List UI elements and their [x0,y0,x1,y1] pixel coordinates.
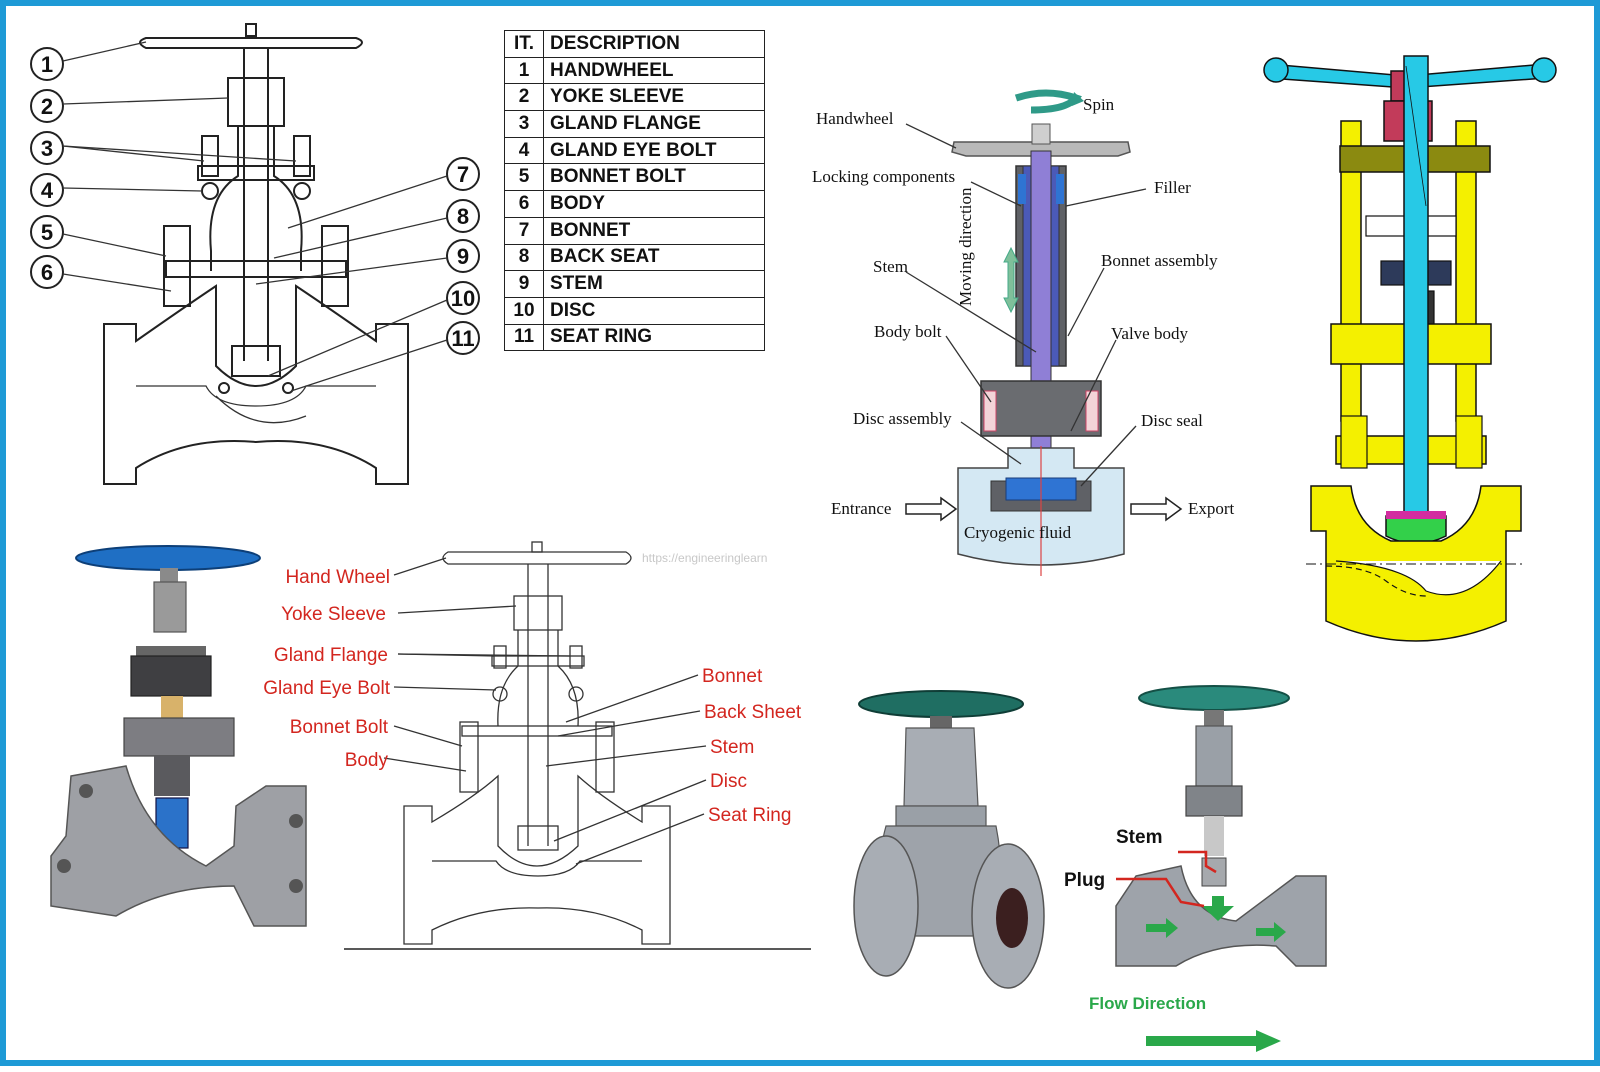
cutaway-valve-flow: Stem Plug Flow Direction [1064,685,1327,1052]
cutaway-valve-blue-wheel [50,545,307,927]
label-cryogenic-fluid: Cryogenic fluid [964,523,1072,542]
label-plug: Plug [1064,870,1105,891]
cryogenic-valve-diagram: Spin Handwheel Locking components Filler… [812,89,1235,576]
label-bonnet-assembly: Bonnet assembly [1101,251,1218,270]
label-bonnet-bolt: Bonnet Bolt [290,717,389,738]
callout-9: 9 [255,239,480,285]
callout-8: 8 [273,199,480,259]
svg-text:6: 6 [41,260,53,285]
callout-4: 4 [30,173,203,207]
globe-valve-line-drawing-2: Hand Wheel Yoke Sleeve Gland Flange Glan… [263,541,811,950]
svg-text:7: 7 [457,162,469,187]
globe-valve-line-drawing-1: 1 2 3 4 5 6 7 8 9 10 11 [30,23,480,485]
callout-6: 6 [30,255,172,292]
label-disc: Disc [710,771,747,792]
callout-2: 2 [30,89,229,123]
label-stem-red: Stem [710,737,754,758]
header-item: IT. [504,30,544,58]
label-stem-bold: Stem [1116,827,1162,848]
callout-1: 1 [30,41,147,81]
table-header: IT. DESCRIPTION [504,30,765,58]
svg-text:1: 1 [41,52,53,77]
label-body: Body [345,750,389,771]
header-description: DESCRIPTION [543,30,765,58]
callout-5: 5 [30,215,167,257]
svg-text:2: 2 [41,94,53,119]
callouts-left: 1 2 3 4 5 6 [30,41,297,292]
label-handwheel: Handwheel [816,109,894,128]
svg-text:3: 3 [41,136,53,161]
label-disc-seal: Disc seal [1141,411,1203,430]
label-moving-direction: Moving direction [956,187,975,306]
label-spin: Spin [1083,95,1115,114]
svg-text:9: 9 [457,244,469,269]
label-body-bolt: Body bolt [874,322,942,341]
label-locking-components: Locking components [812,167,955,186]
label-seat-ring: Seat Ring [708,805,791,826]
label-back-sheet: Back Sheet [704,702,802,723]
label-flow-direction: Flow Direction [1089,994,1206,1013]
svg-text:8: 8 [457,204,469,229]
svg-text:10: 10 [451,286,475,311]
label-gland-eye-bolt: Gland Eye Bolt [263,678,390,699]
label-disc-assembly: Disc assembly [853,409,952,428]
label-export: Export [1188,499,1235,518]
watermark: https://engineeringlearn [642,551,767,565]
callouts-right: 7 8 9 10 11 [255,157,480,392]
label-valve-body: Valve body [1111,324,1188,343]
svg-text:5: 5 [41,220,53,245]
valve-photo-teal-wheel [853,690,1045,989]
label-hand-wheel: Hand Wheel [285,567,390,588]
label-stem: Stem [873,257,908,276]
label-filler: Filler [1154,178,1191,197]
label-entrance: Entrance [831,499,891,518]
callout-10: 10 [267,281,480,377]
callout-3: 3 [30,131,297,165]
callout-7: 7 [287,157,480,229]
callout-11: 11 [290,321,480,392]
label-bonnet: Bonnet [702,666,763,687]
label-yoke-sleeve: Yoke Sleeve [281,604,386,625]
flow-direction-arrow [1146,1030,1281,1052]
label-gland-flange: Gland Flange [274,645,388,666]
svg-text:11: 11 [451,326,474,351]
svg-text:4: 4 [41,178,54,203]
cad-section-valve [1263,55,1557,642]
diagram-canvas: 1 2 3 4 5 6 7 8 9 10 11 [30,23,1557,1052]
